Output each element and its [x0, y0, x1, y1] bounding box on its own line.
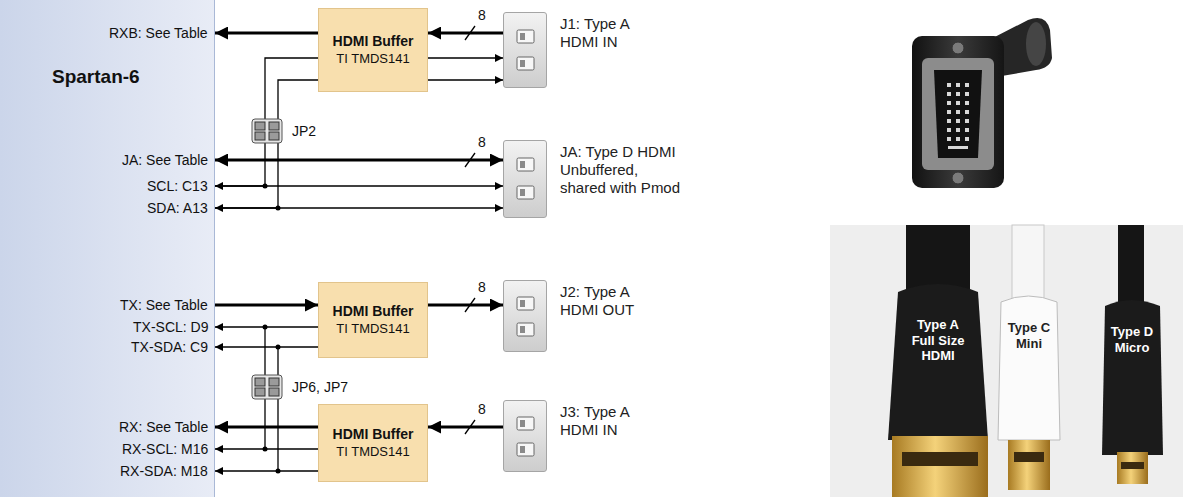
pin-label: SDA: A13 [147, 200, 208, 217]
port-outline [517, 297, 534, 310]
pin-label: TX: See Table [120, 297, 208, 314]
buffer-chip: HDMI BufferTI TMDS141 [318, 282, 428, 358]
pin-label: SCL: C13 [147, 178, 208, 195]
buffer-part: TI TMDS141 [336, 321, 409, 338]
pin-label: RX-SDA: M18 [120, 463, 208, 480]
port-icon [504, 13, 548, 89]
port-icon [504, 281, 548, 353]
bus-tick [465, 420, 475, 434]
port-slot [520, 60, 525, 67]
data-bus [215, 159, 503, 162]
port-slot [520, 446, 525, 453]
photo-label: Type D Micro [1106, 324, 1158, 355]
signal-line [215, 346, 318, 347]
signal-line [215, 470, 318, 471]
port-outline [517, 323, 534, 336]
pin-label: RX: See Table [119, 419, 208, 436]
data-bus [428, 426, 503, 429]
pin-label: JA: See Table [122, 152, 208, 169]
hdmi-connector: J3: Type A HDMI IN [503, 400, 547, 472]
port-slot [520, 300, 525, 307]
junction-dot [276, 469, 281, 474]
port-slot [520, 189, 525, 196]
port-icon [504, 401, 548, 473]
port-glyph [517, 417, 534, 430]
connector-label: J1: Type A HDMI IN [560, 15, 665, 51]
port-icon [504, 141, 548, 219]
junction-dot [263, 325, 268, 330]
port-slot [520, 33, 525, 40]
jumper-symbol [252, 375, 282, 399]
bus-width-label: 8 [477, 135, 487, 150]
jumper-symbol [252, 119, 282, 143]
data-bus [215, 32, 318, 35]
port-glyph [517, 443, 534, 456]
port-glyph [517, 158, 534, 171]
port-outline [517, 417, 534, 430]
pin-label: RXB: See Table [109, 25, 208, 42]
hdmi-connector: J2: Type A HDMI OUT [503, 280, 547, 352]
pin-label: TX-SDA: C9 [131, 339, 208, 356]
pin-label: RX-SCL: M16 [122, 441, 208, 458]
junction-dot [263, 447, 268, 452]
port-slot [520, 420, 525, 427]
signal-line [215, 207, 503, 208]
buffer-title: HDMI Buffer [333, 32, 414, 50]
port-slot [520, 326, 525, 333]
wire [277, 347, 278, 471]
buffer-chip: HDMI BufferTI TMDS141 [318, 8, 428, 92]
junction-dot [263, 184, 268, 189]
pin-label: TX-SCL: D9 [133, 319, 208, 336]
chip-name: Spartan-6 [52, 66, 140, 88]
port-glyph [517, 323, 534, 336]
port-glyph [517, 186, 534, 199]
signal-line [215, 185, 503, 186]
buffer-title: HDMI Buffer [333, 425, 414, 443]
port-glyph [517, 297, 534, 310]
port-outline [517, 158, 534, 171]
port-outline [517, 443, 534, 456]
data-bus [428, 304, 503, 307]
connector-label: J3: Type A HDMI IN [560, 403, 665, 439]
bus-tick [465, 26, 475, 40]
photo-label: Type C Mini [1003, 320, 1055, 351]
bus-width-label: 8 [477, 8, 487, 23]
port-glyph [517, 30, 534, 43]
bus-width-label: 8 [477, 280, 487, 295]
connector-label: JA: Type D HDMI Unbuffered, shared with … [560, 143, 688, 197]
signal-line [215, 80, 503, 208]
jumper-label: JP6, JP7 [292, 379, 348, 396]
bus-tick [465, 298, 475, 312]
bus-tick [465, 153, 475, 167]
data-bus [215, 426, 318, 429]
port-slot [520, 161, 525, 168]
dvi-adapter-photo [912, 18, 1052, 188]
port-outline [517, 186, 534, 199]
hdmi-cables-photo [830, 225, 1183, 497]
hdmi-connector: JA: Type D HDMI Unbuffered, shared with … [503, 140, 547, 218]
junction-dot [276, 345, 281, 350]
port-outline [517, 30, 534, 43]
jumper-label: JP2 [292, 123, 316, 140]
hdmi-connector: J1: Type A HDMI IN [503, 12, 547, 88]
buffer-part: TI TMDS141 [336, 51, 409, 68]
bus-width-label: 8 [477, 402, 487, 417]
connector-label: J2: Type A HDMI OUT [560, 283, 665, 319]
buffer-chip: HDMI BufferTI TMDS141 [318, 404, 428, 482]
data-bus [428, 32, 503, 35]
data-bus [215, 304, 318, 307]
port-glyph [517, 57, 534, 70]
buffer-part: TI TMDS141 [336, 444, 409, 461]
junction-dots [263, 184, 281, 474]
photo-label: Type A Full Size HDMI [904, 317, 972, 364]
junction-dot [276, 206, 281, 211]
bus-ticks [465, 26, 475, 434]
buffer-title: HDMI Buffer [333, 302, 414, 320]
port-outline [517, 57, 534, 70]
